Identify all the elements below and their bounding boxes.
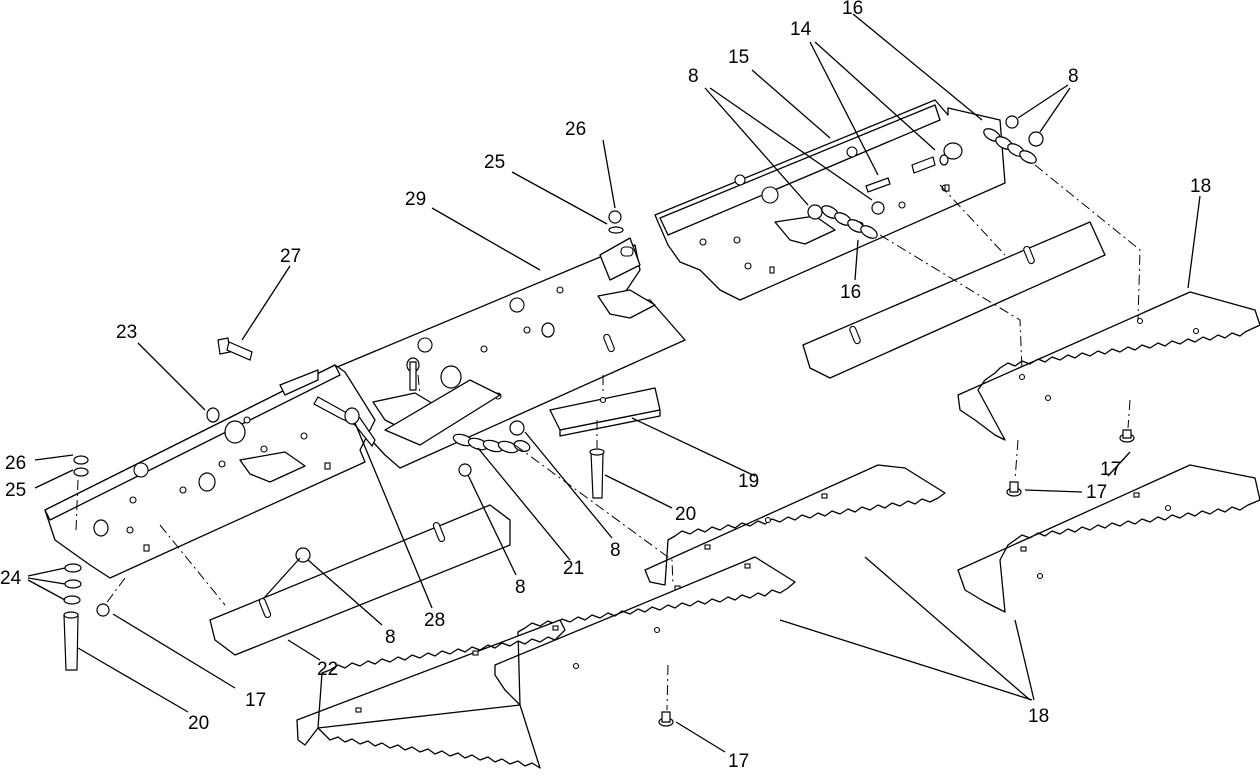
callout-20-left: 20 [188, 713, 209, 734]
callout-16-top: 16 [842, 0, 863, 19]
leader-lines [27, 13, 1201, 753]
callout-8-mid-right: 8 [610, 540, 621, 561]
knife-bottom-back [644, 464, 946, 591]
knife-right-lower [957, 464, 1260, 613]
pin-20-middle [589, 448, 605, 499]
chain-21 [452, 433, 531, 454]
callout-8-bottom-left: 8 [385, 627, 396, 648]
callout-16-mid: 16 [840, 282, 861, 303]
knife-bottom-front [494, 556, 796, 706]
callout-15: 15 [728, 47, 749, 68]
callout-24: 24 [0, 568, 22, 589]
callout-27: 27 [280, 246, 301, 267]
callout-17-left: 17 [245, 690, 266, 711]
chain-16-right [983, 128, 1037, 164]
upper-right-frame-assembly [654, 99, 1044, 301]
callout-8-mid: 8 [515, 577, 526, 598]
callout-25-left: 25 [5, 480, 26, 501]
callout-17-bottom: 17 [728, 751, 749, 772]
upper-right-bar [802, 221, 1106, 379]
callout-20-mid: 20 [675, 504, 696, 525]
callout-26-top: 26 [565, 119, 586, 140]
washer-stack-left [63, 455, 110, 671]
callout-25-top: 25 [484, 152, 505, 173]
chain-16-mid [821, 205, 878, 239]
link-28 [313, 396, 376, 448]
callout-23: 23 [116, 322, 137, 343]
callout-18-right: 18 [1190, 176, 1211, 197]
rivet-17-group [658, 429, 1135, 727]
callout-19: 19 [738, 471, 759, 492]
knife-right-upper [957, 291, 1260, 441]
callout-labels: 16 14 15 8 8 18 16 26 25 29 27 23 26 25 … [0, 0, 1211, 772]
callout-8-top-left: 8 [688, 66, 699, 87]
callout-17-right-upper: 17 [1100, 459, 1121, 480]
callout-18-bottom: 18 [1028, 706, 1049, 727]
knife-bottom-left [296, 619, 566, 769]
callout-14: 14 [790, 19, 812, 40]
bar-22 [209, 504, 511, 656]
callout-26-left: 26 [5, 453, 26, 474]
middle-frame-assembly [329, 237, 686, 469]
left-frame-assembly [44, 364, 376, 579]
callout-17-right-lower: 17 [1086, 482, 1107, 503]
callout-28: 28 [424, 610, 445, 631]
bolt-27 [217, 337, 253, 361]
callout-8-top-right: 8 [1068, 66, 1079, 87]
callout-22: 22 [317, 659, 338, 680]
callout-29: 29 [405, 189, 426, 210]
callout-21: 21 [563, 558, 584, 579]
plate-19 [549, 387, 661, 437]
